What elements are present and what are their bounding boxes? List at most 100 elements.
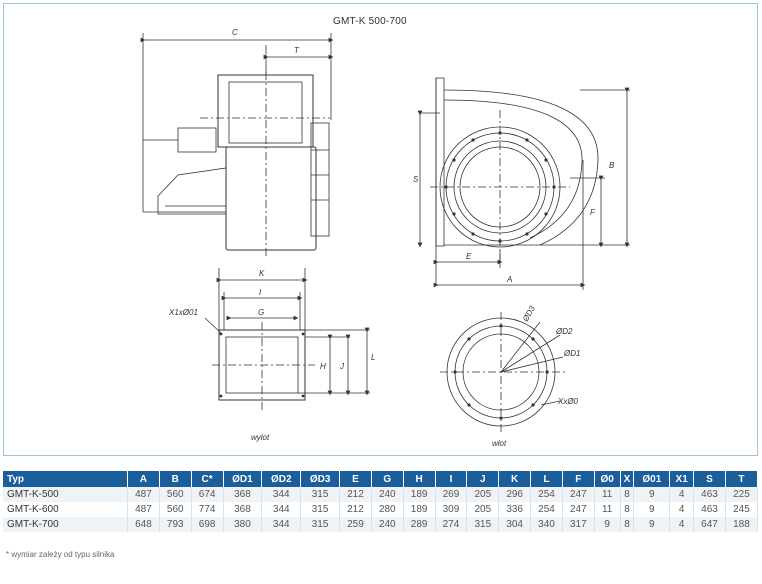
value-cell: 212 [339,487,372,502]
value-cell: 269 [435,487,468,502]
value-cell: 344 [261,487,302,502]
value-cell: 188 [725,517,759,532]
value-cell: 380 [223,517,263,532]
column-header: H [403,471,436,487]
column-header: B [159,471,192,487]
model-cell: GMT-K-500 [3,487,128,502]
column-header: L [530,471,563,487]
column-header: Ø0 [594,471,621,487]
dim-c-label: C [232,28,238,37]
value-cell: 698 [191,517,224,532]
dim-d2-label: ØD2 [555,327,573,336]
column-header: A [127,471,160,487]
footnote: * wymiar zależy od typu silnika [6,550,115,559]
value-cell: 774 [191,502,224,517]
side-view [140,33,334,258]
value-cell: 487 [127,502,160,517]
column-header: J [466,471,500,487]
value-cell: 247 [562,487,595,502]
model-cell: GMT-K-700 [3,517,128,532]
value-cell: 9 [633,502,671,517]
dim-t-label: T [294,46,300,55]
technical-drawing: C T S B F E A K I G H J L X1xØ01 ØD3 ØD2… [140,28,630,448]
value-cell: 9 [633,487,671,502]
outlet-view [204,268,370,410]
value-cell: 240 [371,487,404,502]
value-cell: 9 [594,517,621,532]
value-cell: 304 [498,517,532,532]
value-cell: 560 [159,487,192,502]
value-cell: 11 [594,502,621,517]
dim-d1-label: ØD1 [563,349,580,358]
value-cell: 344 [261,517,302,532]
inlet-caption: wlot [492,439,507,448]
column-header: S [693,471,726,487]
column-header: C* [191,471,224,487]
dim-g-label: G [258,308,264,317]
value-cell: 315 [300,502,341,517]
value-cell: 674 [191,487,224,502]
value-cell: 296 [498,487,532,502]
value-cell: 11 [594,487,621,502]
dim-j-label: J [339,362,345,371]
value-cell: 315 [300,487,341,502]
value-cell: 189 [403,502,436,517]
value-cell: 4 [669,487,695,502]
dim-f-label: F [590,208,596,217]
value-cell: 8 [620,487,635,502]
column-header: E [339,471,372,487]
value-cell: 344 [261,502,302,517]
value-cell: 4 [669,517,695,532]
dim-k-label: K [259,269,265,278]
dim-h-label: H [320,362,326,371]
column-header: X [620,471,635,487]
value-cell: 280 [371,502,404,517]
column-header: X1 [669,471,695,487]
value-cell: 4 [669,502,695,517]
dim-i-label: I [259,288,262,297]
value-cell: 340 [530,517,563,532]
value-cell: 560 [159,502,192,517]
column-header: T [725,471,759,487]
value-cell: 8 [620,517,635,532]
value-cell: 309 [435,502,468,517]
column-header: I [435,471,468,487]
value-cell: 368 [223,502,263,517]
dim-b-label: B [609,161,615,170]
value-cell: 315 [300,517,341,532]
outlet-caption: wylot [251,433,270,442]
value-cell: 463 [693,502,726,517]
value-cell: 259 [339,517,372,532]
value-cell: 189 [403,487,436,502]
value-cell: 8 [620,502,635,517]
dim-e-label: E [466,252,472,261]
value-cell: 9 [633,517,671,532]
column-header: G [371,471,404,487]
column-header: ØD1 [223,471,263,487]
dim-a-label: A [506,275,512,284]
value-cell: 254 [530,502,563,517]
column-header: ØD3 [300,471,341,487]
value-cell: 463 [693,487,726,502]
column-header: ØD2 [261,471,302,487]
dim-l-label: L [371,353,375,362]
value-cell: 240 [371,517,404,532]
dim-xx-label: XxØ0 [557,397,579,406]
value-cell: 212 [339,502,372,517]
value-cell: 487 [127,487,160,502]
dim-d3-label: ØD3 [520,304,537,324]
model-cell: GMT-K-600 [3,502,128,517]
dim-s-label: S [413,175,419,184]
value-cell: 274 [435,517,468,532]
value-cell: 289 [403,517,436,532]
column-header: Ø01 [633,471,671,487]
value-cell: 247 [562,502,595,517]
value-cell: 336 [498,502,532,517]
value-cell: 205 [466,502,500,517]
